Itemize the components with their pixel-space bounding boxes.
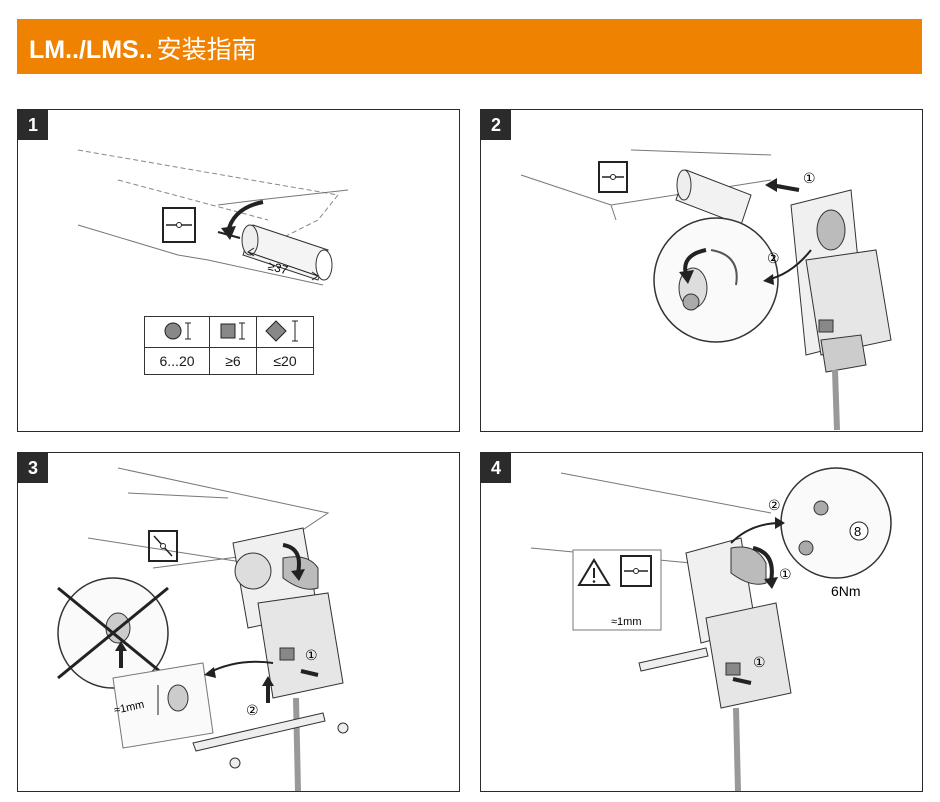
diamond-size: ≤20 <box>256 347 314 375</box>
square-shaft-icon <box>209 316 257 348</box>
gap-label: ≈1mm <box>611 616 641 628</box>
step-number: 4 <box>481 453 511 483</box>
detail-magnifier <box>780 467 892 579</box>
torque-label: 6Nm <box>831 583 861 599</box>
step1-illustration: ≥37 <box>77 149 349 286</box>
marker-2: ② <box>767 250 780 266</box>
title-latin: LM../LMS.. <box>29 36 153 64</box>
step-panel-1: 1 ≥37 <box>17 109 460 432</box>
step-number: 2 <box>481 110 511 140</box>
step-panel-4: 4 ≈1mm <box>480 452 923 792</box>
step2-illustration: ① ② <box>520 149 892 430</box>
diamond-shaft-icon <box>256 316 314 348</box>
actuator <box>790 189 892 430</box>
marker-2: ② <box>768 497 781 513</box>
step3-illustration: ≈1mm ① ② <box>57 467 349 791</box>
correct-detail <box>112 662 214 749</box>
step-number: 1 <box>18 110 48 140</box>
marker-1: ① <box>803 170 816 186</box>
marker-1: ① <box>305 647 318 663</box>
incorrect-magnifier <box>57 577 169 689</box>
marker-1-lower: ① <box>753 654 766 670</box>
page-title: LM../LMS..安装指南 <box>29 30 257 66</box>
step-panel-2: 2 <box>480 109 923 432</box>
title-zh: 安装指南 <box>156 35 257 64</box>
mounting-bracket <box>192 712 349 769</box>
actuator <box>638 537 792 791</box>
round-shaft-icon <box>144 316 210 348</box>
dimension-label: ≥37 <box>267 259 290 278</box>
step4-illustration: ≈1mm ② ① ① 8 6Nm <box>530 467 892 791</box>
wrench-size: 8 <box>854 524 861 539</box>
square-size: ≥6 <box>209 347 257 375</box>
step-panel-3: 3 <box>17 452 460 792</box>
detail-magnifier <box>653 217 779 343</box>
header-bar: LM../LMS..安装指南 <box>17 19 922 74</box>
marker-1: ① <box>779 566 792 582</box>
shaft-size-table: 6...20 ≥6 ≤20 <box>144 316 314 375</box>
step-number: 3 <box>18 453 48 483</box>
round-size: 6...20 <box>144 347 210 375</box>
warning-box: ≈1mm <box>572 549 662 631</box>
marker-2: ② <box>246 702 259 718</box>
shaft <box>241 224 333 281</box>
actuator <box>232 527 344 791</box>
